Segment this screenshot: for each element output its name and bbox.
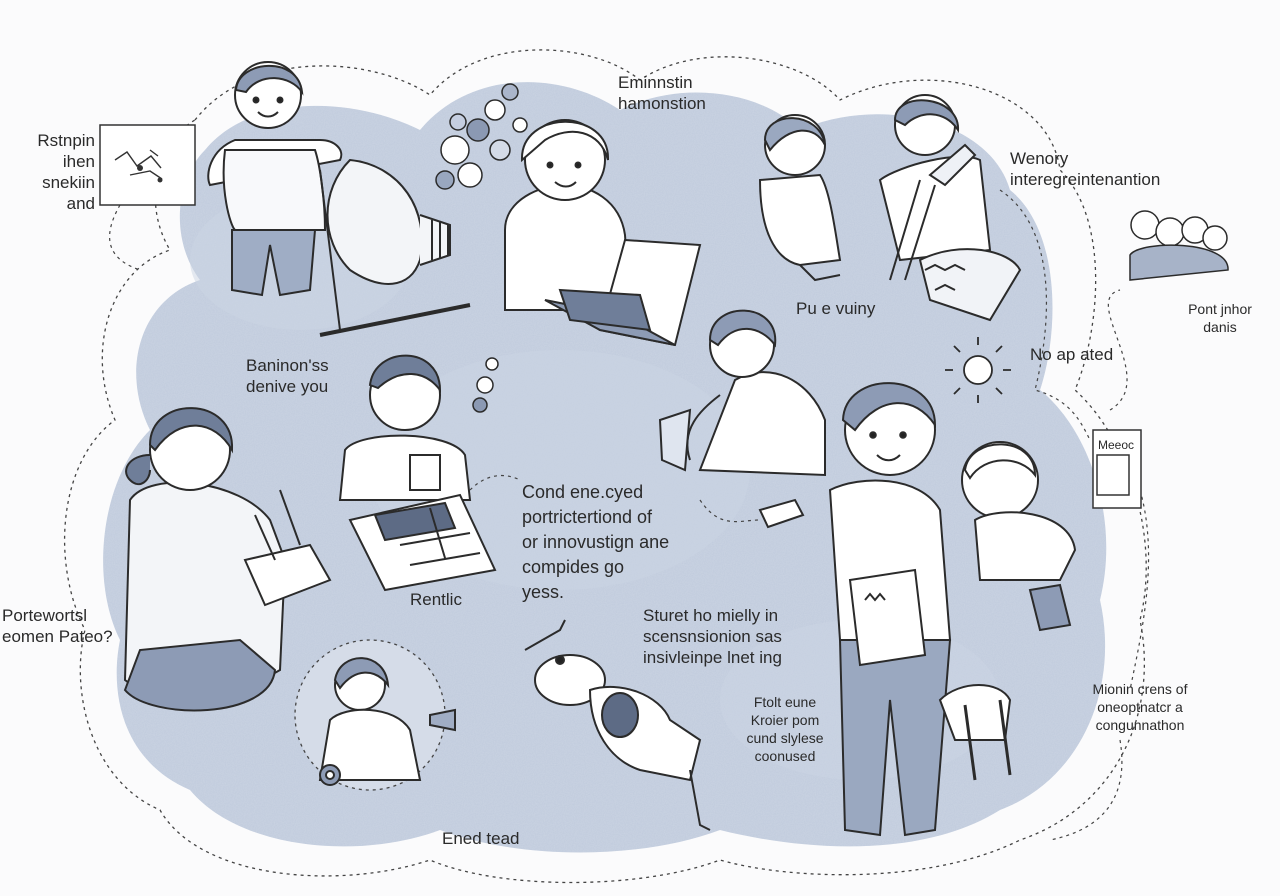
label-lower-center-right: Sturet ho mielly in scensnsionion sas in… (643, 606, 782, 667)
label-top-right: Wenory interegreintenantion (1010, 149, 1161, 189)
laptop-icon (544, 238, 702, 347)
sun-icon (945, 337, 1011, 403)
label-right-lower: Mionin crens of oneoptnatcr a congunnath… (1092, 681, 1188, 733)
label-far-right: Pont jnhor danis (1188, 301, 1252, 335)
label-sun: No ap ated (1030, 345, 1114, 364)
person-in-circle (294, 639, 456, 791)
label-center-right: Pu e vuiny (796, 299, 876, 318)
label-center-lower: Rentlic (410, 590, 462, 609)
sketch-paper (99, 124, 196, 206)
kids-playing (758, 94, 1022, 322)
label-left-lower: Portewortsl eomen Pateo? (2, 606, 113, 646)
connectors (109, 189, 1150, 841)
person-laptop (504, 119, 702, 347)
person-standing (828, 382, 952, 837)
label-center-main: Cond ene.cyed portrictertiond of or inno… (522, 482, 670, 602)
person-drawing (338, 354, 497, 592)
person-thinking (658, 309, 826, 529)
person-girl (123, 407, 332, 712)
label-top-left: Rstnpin ihen snekiin and (37, 131, 95, 213)
person-baby (938, 441, 1077, 781)
person-top-left (207, 61, 471, 337)
label-top-center: Eminnstin hamonstion (618, 73, 706, 113)
crowd-icon (1129, 210, 1229, 281)
bubble-icon (435, 83, 528, 413)
person-lying (524, 619, 711, 831)
pencil-icon (319, 303, 471, 337)
note-card-text: Meeoc (1098, 438, 1135, 452)
label-left-center: Baninon'ss denive you (246, 356, 329, 396)
label-bottom: Ened tead (442, 829, 520, 848)
label-lower-small: Ftolt eune Kroier pom cund slylese coonu… (746, 694, 824, 764)
note-card-icon (1092, 429, 1142, 509)
